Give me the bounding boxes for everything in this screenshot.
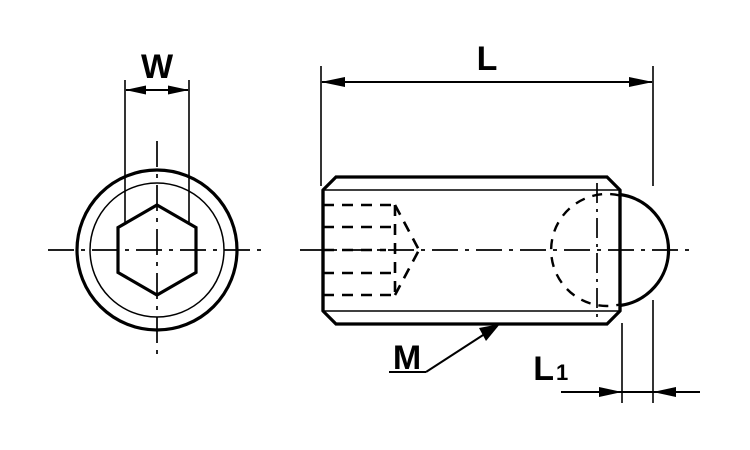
ball-hidden-outline xyxy=(550,192,621,308)
socket-cone-hidden-upper xyxy=(393,204,421,251)
end-view-group: W xyxy=(48,48,266,360)
m-leader-arrowhead xyxy=(479,324,500,341)
end-view-inner-circle xyxy=(89,182,225,318)
m-callout-group: M xyxy=(389,324,500,377)
l-dimension-label: L xyxy=(477,40,498,78)
l-arrow-left xyxy=(321,77,345,87)
l-dimension-group: L xyxy=(320,40,654,186)
ball-visible-outline xyxy=(619,192,671,308)
socket-cone-hidden-lower xyxy=(393,249,421,296)
l1-arrow-left xyxy=(599,387,622,397)
side-view-group xyxy=(300,175,690,326)
w-dimension-label: W xyxy=(141,48,174,86)
end-view-hex-socket xyxy=(116,203,198,297)
w-arrow-right xyxy=(168,85,189,95)
m-callout-label: M xyxy=(393,339,421,377)
l1-arrow-right xyxy=(653,387,676,397)
l1-dimension-group: L 1 xyxy=(533,300,700,403)
l-arrow-right xyxy=(629,77,653,87)
l1-dimension-subscript: 1 xyxy=(556,360,568,385)
end-view-outer-circle xyxy=(75,168,239,332)
l1-dimension-label: L xyxy=(533,350,554,388)
w-arrow-left xyxy=(125,85,146,95)
